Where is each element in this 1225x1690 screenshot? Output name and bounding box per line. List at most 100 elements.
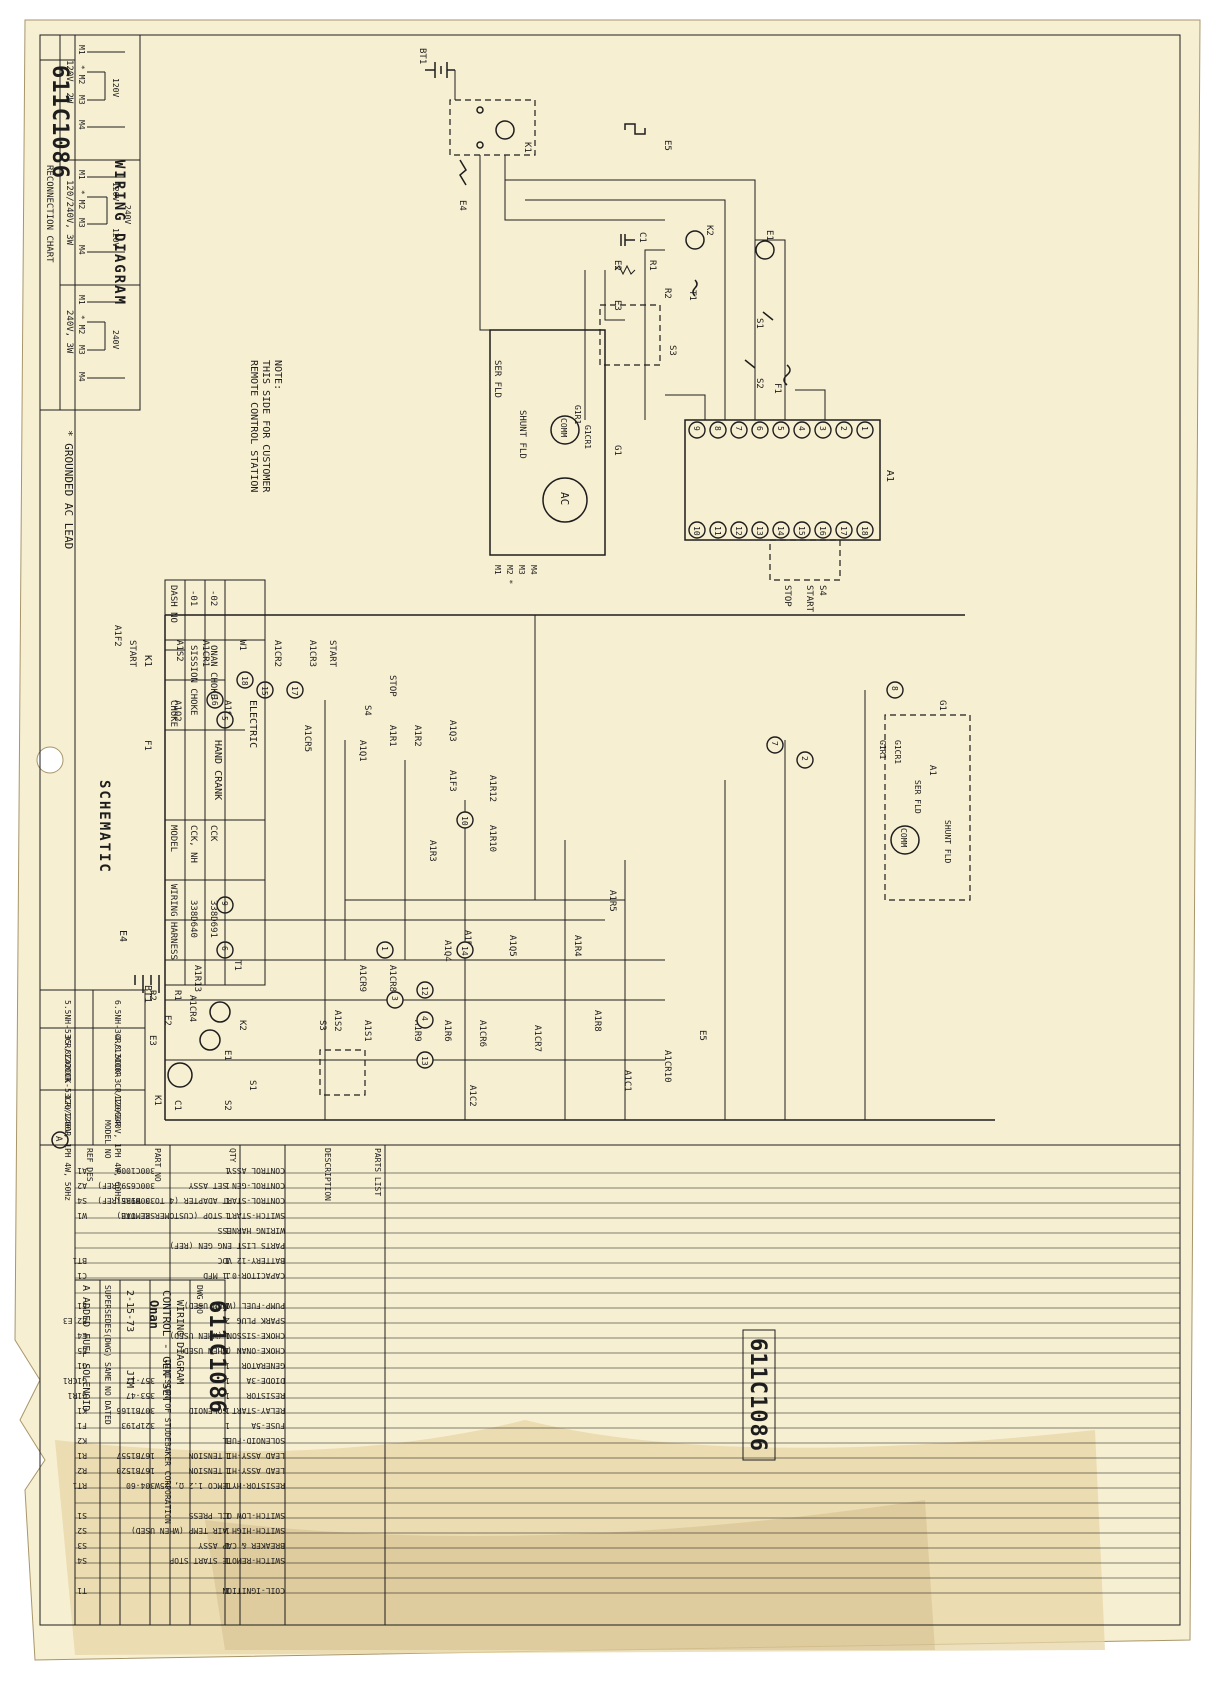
wd-a1-terminal-16-label: 16: [818, 526, 827, 536]
sch-a1cr5: A1CR5: [302, 725, 312, 752]
sch-terminal-2-label: 2: [800, 756, 809, 761]
sch-a1s1b: A1S1: [362, 1020, 372, 1042]
choke-row2-choke: ONAN CHOKE: [208, 645, 218, 699]
parts-row-8-col-3: 1: [225, 1271, 230, 1280]
parts-row-4-col-2: SEE TAB: [121, 1211, 155, 1220]
model-r2c2: 4.8.5CCK-3CR/12000R: [113, 1035, 122, 1127]
sch-terminal-2-circle: [796, 751, 814, 769]
wd-a1-label: A1: [884, 470, 895, 482]
recon-col3-lead: * M2: [77, 315, 86, 334]
parts-row-3-col-3: 1: [225, 1196, 230, 1205]
wd-a1-terminal-13-circle: [751, 521, 769, 539]
choke-header-harness: WIRING HARNESS: [168, 884, 178, 960]
choke-row1-harness: 338D640: [188, 900, 198, 938]
sch-terminal-8-circle: [886, 681, 904, 699]
sch-a1q1: A1Q1: [357, 740, 367, 762]
parts-row-5-col-3: 1: [225, 1226, 230, 1235]
sch-f1: F1: [142, 740, 152, 751]
parts-row-21-col-4: LEAD ASSY-HI TENSION: [188, 1466, 285, 1475]
parts-row-27-col-1: S4: [77, 1556, 87, 1565]
parts-row-1-col-2: 300C1000: [116, 1166, 155, 1175]
wd-a1-terminal-15-circle: [793, 521, 811, 539]
parts-row-7-col-1: BT1: [72, 1256, 87, 1265]
recon-col1-volts: 120V: [111, 78, 120, 97]
wd-g1r1-label: G1R1: [573, 405, 582, 424]
title-block: A ADDED FUEL SOLENOID SUPERSEDES(DWG) SA…: [74, 1279, 229, 1626]
rotated-sheet: 611C1086 WIRING DIAGRAM SCHEMATIC NOTE: …: [14, 19, 1201, 1661]
sch-a1q3: A1Q3: [447, 720, 457, 742]
sch-e5: E5: [697, 1030, 707, 1041]
wd-a1-terminal-15-label: 15: [797, 526, 806, 536]
sch-terminal-7-label: 7: [770, 741, 779, 746]
tb-title: CONTROL - GEN SET: [160, 1290, 173, 1403]
sch-terminal-7-circle: [766, 736, 784, 754]
sch-a1cr9: A1CR9: [357, 965, 367, 992]
wd-a1-terminal-8-label: 8: [713, 426, 722, 431]
wiring-diagram-title: WIRING DIAGRAM: [111, 160, 127, 306]
parts-row-2-col-2: 300C659(REF): [97, 1181, 155, 1190]
sch-e4: E4: [117, 930, 128, 942]
sch-a1cr2: A1CR2: [272, 640, 282, 667]
parts-row-15-col-2: 357-17: [126, 1376, 155, 1385]
wd-a1-terminal-9-label: 9: [692, 426, 701, 431]
parts-row-1-col-3: 1: [225, 1166, 230, 1175]
sch-terminal-16-circle: [206, 691, 224, 709]
tb-drawn: JTM: [124, 1370, 135, 1388]
parts-row-20-col-1: R1: [77, 1451, 87, 1460]
tb-dwg-no-label: DWG NO: [195, 1285, 204, 1314]
sch-a1r6: A1R6: [442, 1020, 452, 1042]
recon-col2-lead: M3: [77, 218, 86, 228]
wd-a1-terminal-2-label: 2: [839, 426, 848, 431]
sch-terminal-12-circle: [416, 981, 434, 999]
parts-row-17-col-1: K1: [77, 1406, 87, 1415]
wd-k2-label: K2: [704, 225, 714, 236]
wd-a1-terminal-2-circle: [835, 421, 853, 439]
tb-subtitle: WIRING DIAGRAM: [174, 1300, 185, 1384]
sch-a1q4: A1Q4: [442, 940, 452, 962]
sch-a1cr6: A1CR6: [477, 1020, 487, 1047]
model-r3c2: 120/240V, 1PH 4W, 60Hz: [113, 1095, 122, 1201]
parts-row-2-col-1: A2: [77, 1181, 87, 1190]
sch-k1-top: K1: [142, 655, 153, 667]
wd-a1-terminal-1-circle: [856, 421, 874, 439]
sch-terminal-10-circle: [456, 811, 474, 829]
parts-dwg-number-box: 611C1086: [745, 1338, 770, 1452]
parts-row-19-col-4: SOLENOID-FUEL: [222, 1436, 285, 1445]
parts-header-desc: DESCRIPTION: [323, 1148, 332, 1201]
parts-list-title: PARTS LIST: [373, 1148, 382, 1196]
wd-a1-terminal-17-label: 17: [839, 526, 848, 536]
parts-row-4-col-4: SWITCH-START STOP (CUSTOMER REMOTE): [116, 1211, 285, 1220]
wd-a1-terminal-10-label: 10: [692, 526, 701, 536]
wd-a1-terminal-7-circle: [730, 421, 748, 439]
parts-row-26-col-4: BREAKER & CAP ASSY: [198, 1541, 285, 1550]
tb-date: 2-15-73: [124, 1290, 135, 1332]
sch-a1cr7: A1CR7: [532, 1025, 542, 1052]
sch-a1r5: A1R5: [607, 890, 617, 912]
wd-shunt-fld-label: SHUNT FLD: [517, 410, 527, 459]
recon-col2-heading: 120/240V, 3W: [64, 180, 74, 246]
parts-row-14-col-1: G1: [77, 1361, 87, 1370]
parts-row-26-col-1: S3: [77, 1541, 87, 1550]
parts-row-7-col-3: 1: [225, 1256, 230, 1265]
sch-terminal-1-label: 1: [380, 946, 389, 951]
sch-a1r8: A1R8: [592, 1010, 602, 1032]
recon-col1-lead: * M2: [77, 65, 86, 84]
choke-row2-harness: 338D691: [208, 900, 218, 938]
sch-a1r2: A1R2: [412, 725, 422, 747]
parts-row-8-col-4: CAPACITOR-0.1 MFD: [203, 1271, 285, 1280]
parts-row-24-col-3: 1: [225, 1511, 230, 1520]
parts-row-2-col-4: CONTROL-GEN SET ASSY: [188, 1181, 285, 1190]
parts-header-ref: REF DES: [85, 1148, 94, 1182]
wd-a1-terminal-6-label: 6: [755, 426, 764, 431]
parts-row-18-col-2: 321P193: [121, 1421, 155, 1430]
recon-col1-lead: M1: [77, 45, 86, 55]
parts-row-25-col-4: SWITCH-HIGH AIR TEMP (WHEN USED): [131, 1526, 285, 1535]
parts-row-12-col-1: E4: [77, 1331, 87, 1340]
sch-terminal-17-label: 17: [290, 686, 299, 696]
sch-a1r10: A1R10: [487, 825, 497, 852]
sch-ser-fld: SER FLD: [913, 780, 922, 814]
wd-a1-terminal-4-label: 4: [797, 426, 806, 431]
wd-stop-label: STOP: [782, 585, 792, 607]
